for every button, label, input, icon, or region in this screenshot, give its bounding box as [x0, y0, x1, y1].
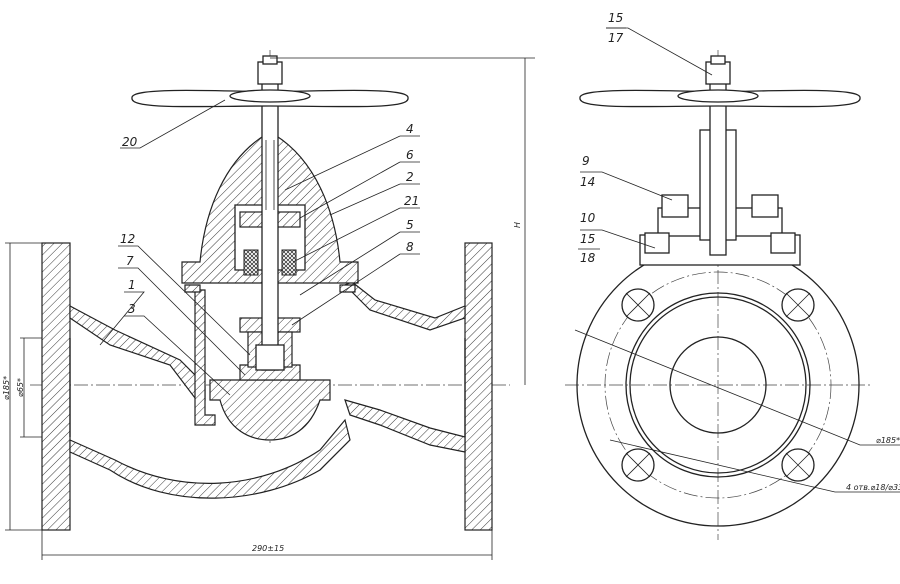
leader-20 [120, 99, 226, 149]
right-flange [464, 242, 493, 531]
side-leader-lines [574, 27, 900, 493]
callout-3: 3 [128, 302, 136, 316]
raised-face-outer [625, 292, 811, 478]
leader-bolt-holes [609, 439, 900, 493]
callout-9: 9 [582, 154, 590, 168]
left-flange [41, 242, 71, 531]
leader-1 [99, 291, 145, 346]
raised-face-inner [629, 296, 807, 474]
leader-8 [291, 253, 420, 326]
leader-9-14 [580, 171, 673, 201]
flange-nut-left [644, 232, 670, 254]
handwheel-nut [257, 61, 283, 85]
callout-7: 7 [126, 254, 134, 268]
callout-10: 10 [580, 211, 596, 225]
handwheel-hub [229, 89, 311, 103]
height-dimension: H [513, 222, 522, 228]
valve-disc [209, 379, 331, 441]
bore [669, 336, 767, 434]
leader-2 [329, 183, 420, 216]
packing-left [243, 249, 259, 276]
callout-5: 5 [406, 218, 414, 232]
callout-14: 14 [580, 175, 595, 189]
valve-stem [261, 74, 279, 371]
packing-right [281, 249, 297, 276]
bolt-holes [621, 288, 815, 482]
leader-5 [299, 231, 420, 296]
body-lower-right-wall [344, 399, 466, 453]
length-dimension: 290±15 [252, 544, 284, 553]
leader-10-15-18 [580, 229, 656, 249]
callout-21: 21 [404, 194, 419, 208]
side-flange-diameter: ⌀185* [876, 436, 900, 445]
callout-1: 1 [128, 278, 136, 292]
callout-15-top: 15 [608, 11, 623, 25]
flange-nut-right [770, 232, 796, 254]
stem-end [255, 344, 285, 371]
bolt-nut-left [661, 194, 689, 218]
side-view: 15 17 9 14 10 15 18 ⌀185* 4 отв.⌀18/⌀33x… [565, 11, 900, 540]
callout-4: 4 [406, 122, 414, 136]
side-handwheel-hub [677, 89, 759, 103]
bolt-hole-crosshairs [625, 292, 811, 478]
side-stem-tip [710, 55, 726, 65]
body-seat-left [194, 289, 216, 426]
body-bonnet-joint-left [184, 284, 201, 293]
callout-8: 8 [406, 240, 414, 254]
leader-21 [292, 207, 420, 263]
callout-15: 15 [580, 232, 595, 246]
leader-4 [284, 135, 420, 191]
callout-17: 17 [608, 31, 624, 45]
stem-tip [262, 55, 278, 65]
leader-12 [118, 245, 251, 356]
body-upper-right-wall [343, 281, 466, 331]
leader-7 [118, 267, 246, 376]
leader-flange-diameter [574, 329, 900, 446]
bolt-circle [604, 271, 832, 499]
callout-20: 20 [122, 135, 138, 149]
body-lower-wall [69, 418, 351, 499]
callout-12: 12 [120, 232, 135, 246]
leader-3 [124, 315, 231, 396]
bolt-holes-note: 4 отв.⌀18/⌀33x1* [846, 483, 900, 492]
callout-6: 6 [406, 148, 414, 162]
bolt-nut-right [751, 194, 779, 218]
side-handwheel-nut [705, 61, 731, 85]
front-leader-lines [99, 99, 420, 396]
flange-diameter-dimension: ⌀185* [2, 376, 11, 400]
callout-18: 18 [580, 251, 596, 265]
front-section-view: H 290±15 ⌀185* ⌀65* 20 4 6 2 2 [2, 50, 535, 560]
leader-6 [299, 161, 420, 219]
callout-2: 2 [406, 170, 414, 184]
bore-diameter-dimension: ⌀65* [16, 378, 25, 397]
